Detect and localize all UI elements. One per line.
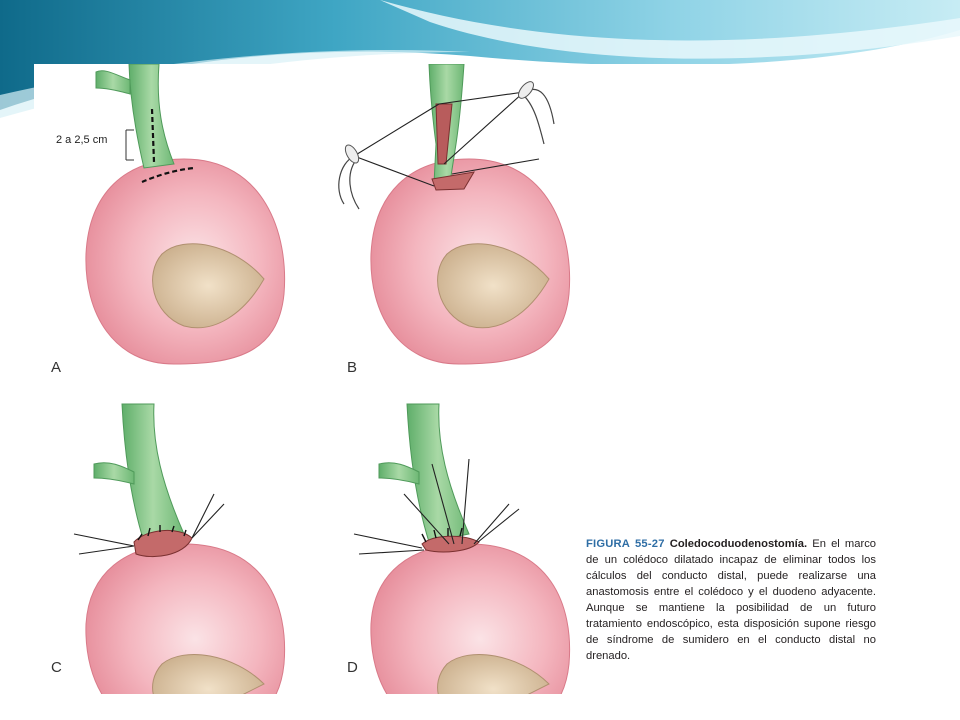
top-wave bbox=[0, 0, 960, 110]
panel-c-art bbox=[73, 403, 286, 694]
panel-a-art bbox=[85, 64, 286, 365]
figure-title: Coledocoduodenostomía. bbox=[669, 538, 808, 550]
panel-d-art bbox=[353, 403, 571, 694]
top-wave-highlight bbox=[380, 0, 960, 59]
figure-page: A B C D 2 a 2,5 cm FIGURA 55-27 Coledoco… bbox=[34, 64, 906, 694]
coledocoduodenostomy-illustration bbox=[73, 64, 571, 694]
figure-number: FIGURA 55-27 bbox=[586, 538, 665, 550]
panel-label-c: C bbox=[51, 659, 62, 676]
panel-b-art bbox=[338, 64, 571, 365]
measurement-label: 2 a 2,5 cm bbox=[56, 134, 108, 146]
panel-label-d: D bbox=[347, 659, 358, 676]
panel-label-a: A bbox=[51, 359, 62, 376]
figure-caption: FIGURA 55-27 Coledocoduodenostomía. En e… bbox=[586, 536, 876, 664]
panel-label-b: B bbox=[347, 359, 358, 376]
figure-caption-text: En el marco de un colédoco dilatado inca… bbox=[586, 538, 877, 662]
